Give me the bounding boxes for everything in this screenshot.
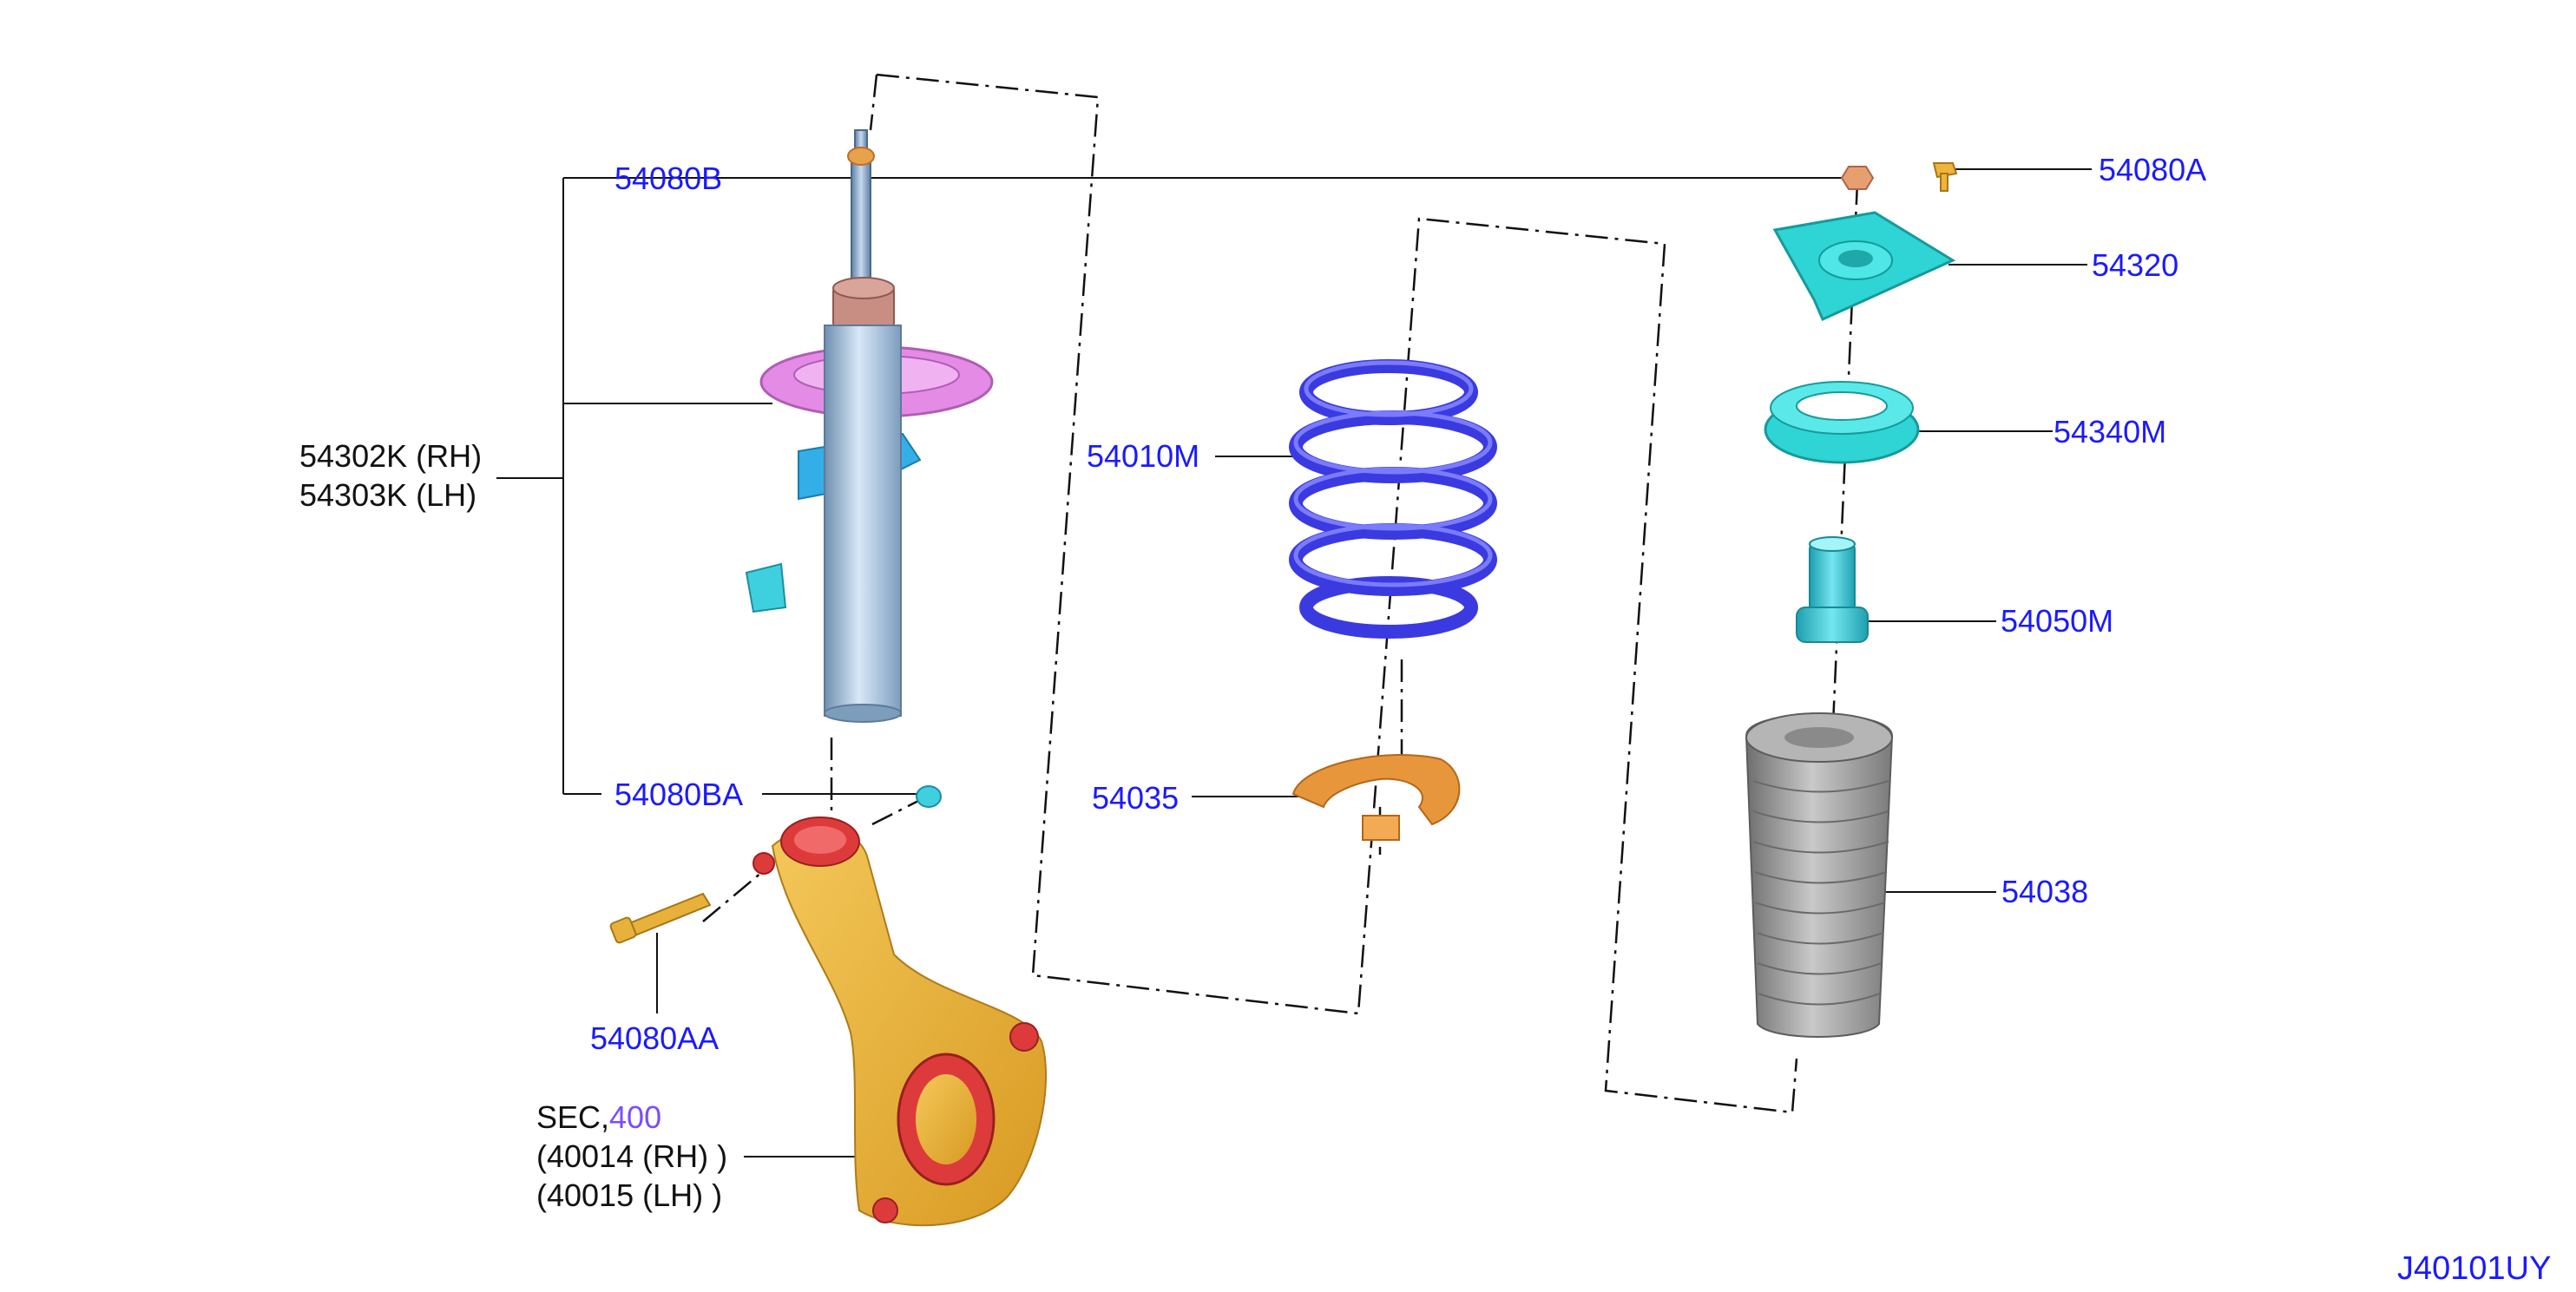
steering-knuckle [752,817,1047,1227]
mount-bearing [1764,381,1920,464]
strut-part-numbers: 54302K (RH) 54303K (LH) [299,436,482,515]
part-label-54320[interactable]: 54320 [2092,247,2179,283]
sec-prefix: SEC, [536,1099,610,1135]
part-label-54038[interactable]: 54038 [2001,874,2089,909]
section-line: SEC,400 [536,1098,727,1137]
knuckle-section-reference: SEC,400 (40014 (RH) ) (40015 (LH) ) [536,1098,727,1215]
leader-lines [496,168,2092,1158]
bump-stopper [1796,536,1869,643]
nut-54080b [1840,166,1875,190]
knuckle-rh-label: (40014 (RH) ) [536,1138,728,1174]
bolt-54080aa [609,892,712,944]
part-label-54080ba[interactable]: 54080BA [614,777,744,812]
part-label-54035[interactable]: 54035 [1092,780,1180,816]
spring-insulator [1291,754,1461,841]
strut-assembly [745,129,994,808]
part-label-54080a[interactable]: 54080A [2099,152,2207,187]
strut-lh-label: 54303K (LH) [299,477,477,513]
part-label-54080aa[interactable]: 54080AA [590,1020,720,1056]
dust-boot [1745,712,1894,1038]
part-label-54010m[interactable]: 54010M [1087,438,1200,474]
strut-mount [1772,211,1956,321]
bolt-54080a [1932,162,1958,192]
strut-rh-label: 54302K (RH) [299,438,483,474]
section-400-link[interactable]: 400 [609,1099,662,1135]
diagram-id: J40101UY [2397,1250,2552,1287]
coil-spring-highlight [1293,360,1493,587]
part-label-54050m[interactable]: 54050M [2001,603,2114,639]
part-label-54340m[interactable]: 54340M [2054,414,2167,449]
knuckle-lh-label: (40015 (LH) ) [536,1177,723,1213]
part-label-54080b[interactable]: 54080B [614,161,723,196]
